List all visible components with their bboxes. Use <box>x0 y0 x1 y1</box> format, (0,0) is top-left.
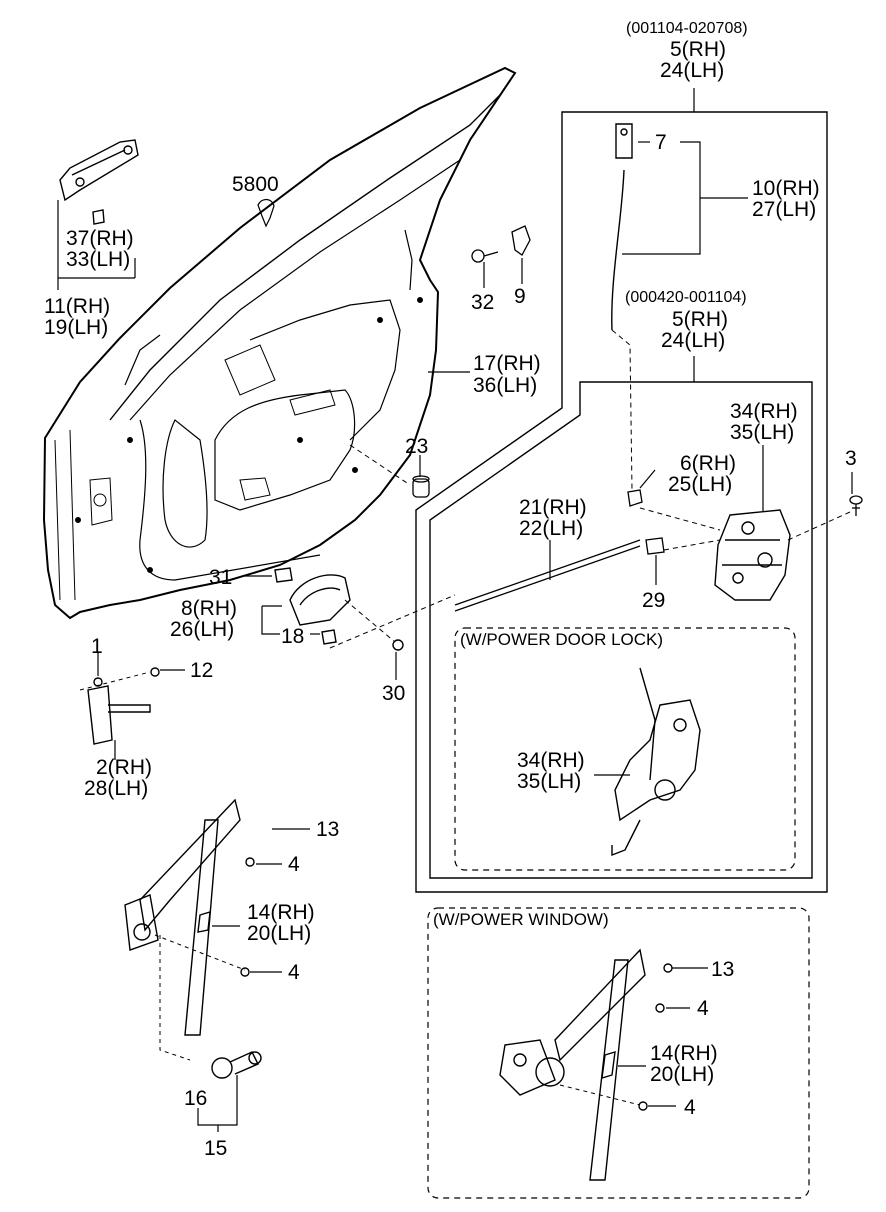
label-6-rh: 6(RH) <box>680 452 736 475</box>
label-1: 1 <box>91 635 103 658</box>
label-9: 9 <box>514 285 526 308</box>
door-latch <box>714 509 791 601</box>
label-34-rh-actuator: 34(RH) <box>517 749 585 772</box>
label-35-lh-actuator: 35(LH) <box>517 770 582 793</box>
label-2-rh: 2(RH) <box>96 756 152 779</box>
label-25-lh: 25(LH) <box>668 473 733 496</box>
label-37-rh: 37(RH) <box>66 227 134 250</box>
inside-handle <box>274 567 404 651</box>
label-4-power-upper: 4 <box>697 997 709 1020</box>
variant-mid-rh: 5(RH) <box>672 308 728 331</box>
label-26-lh: 26(LH) <box>170 618 235 641</box>
label-28-lh: 28(LH) <box>84 777 149 800</box>
screw-3 <box>849 495 863 516</box>
bracket-9 <box>511 225 531 256</box>
window-crank <box>211 1051 262 1079</box>
label-4-manual-upper: 4 <box>288 853 300 876</box>
label-35-lh-latch: 35(LH) <box>730 421 795 444</box>
label-20-lh-manual: 20(LH) <box>247 922 312 945</box>
manual-regulator <box>124 798 255 1036</box>
power-window-box <box>427 907 810 1199</box>
screw-32 <box>471 249 499 263</box>
label-23: 23 <box>405 435 429 458</box>
label-19-lh: 19(LH) <box>44 316 109 339</box>
door-shell <box>42 66 517 620</box>
label-13-power: 13 <box>711 958 735 981</box>
latch-rod <box>454 537 665 612</box>
label-20-lh-power: 20(LH) <box>650 1063 715 1086</box>
label-30: 30 <box>382 682 406 705</box>
power-door-lock-title: (W/POWER DOOR LOCK) <box>460 630 664 649</box>
label-36-lh: 36(LH) <box>473 374 538 397</box>
label-10-rh: 10(RH) <box>752 177 820 200</box>
variant-top-lh: 24(LH) <box>660 59 725 82</box>
variant-mid-date: (000420-001104) <box>625 289 747 306</box>
lock-rod <box>611 123 633 491</box>
label-15: 15 <box>204 1137 228 1160</box>
variant-top-rh: 5(RH) <box>670 38 726 61</box>
label-22-lh: 22(LH) <box>519 517 584 540</box>
label-8-rh: 8(RH) <box>181 597 237 620</box>
power-window-title: (W/POWER WINDOW) <box>433 910 609 929</box>
label-4-manual-lower: 4 <box>288 961 300 984</box>
label-31: 31 <box>209 566 233 589</box>
label-34-rh-latch: 34(RH) <box>730 400 798 423</box>
label-27-lh: 27(LH) <box>752 198 817 221</box>
label-17-rh: 17(RH) <box>473 352 541 375</box>
label-18: 18 <box>281 625 305 648</box>
label-3: 3 <box>845 447 857 470</box>
clip-6 <box>627 489 643 507</box>
label-7: 7 <box>655 131 667 154</box>
label-4-power-lower: 4 <box>684 1096 696 1119</box>
label-21-rh: 21(RH) <box>519 496 587 519</box>
label-14-rh-power: 14(RH) <box>650 1042 718 1065</box>
power-lock-box <box>454 627 796 871</box>
grommet-23 <box>412 475 430 498</box>
variant-mid-lh: 24(LH) <box>661 329 726 352</box>
door-check <box>87 667 160 745</box>
variant-top-date: (001104-020708) <box>626 20 748 37</box>
label-33-lh: 33(LH) <box>66 248 131 271</box>
label-16: 16 <box>184 1087 208 1110</box>
label-29: 29 <box>642 589 666 612</box>
label-12: 12 <box>190 659 214 682</box>
inner-box <box>429 381 813 879</box>
label-5800: 5800 <box>232 173 279 196</box>
label-32: 32 <box>471 291 495 314</box>
power-regulator <box>499 948 673 1181</box>
part-5800-marker <box>257 198 275 228</box>
label-11-rh: 11(RH) <box>44 295 111 318</box>
outside-handle <box>59 139 139 225</box>
outer-box <box>415 111 828 893</box>
power-lock-actuator <box>611 667 701 857</box>
label-14-rh-manual: 14(RH) <box>247 901 315 924</box>
label-13-manual: 13 <box>316 818 340 841</box>
